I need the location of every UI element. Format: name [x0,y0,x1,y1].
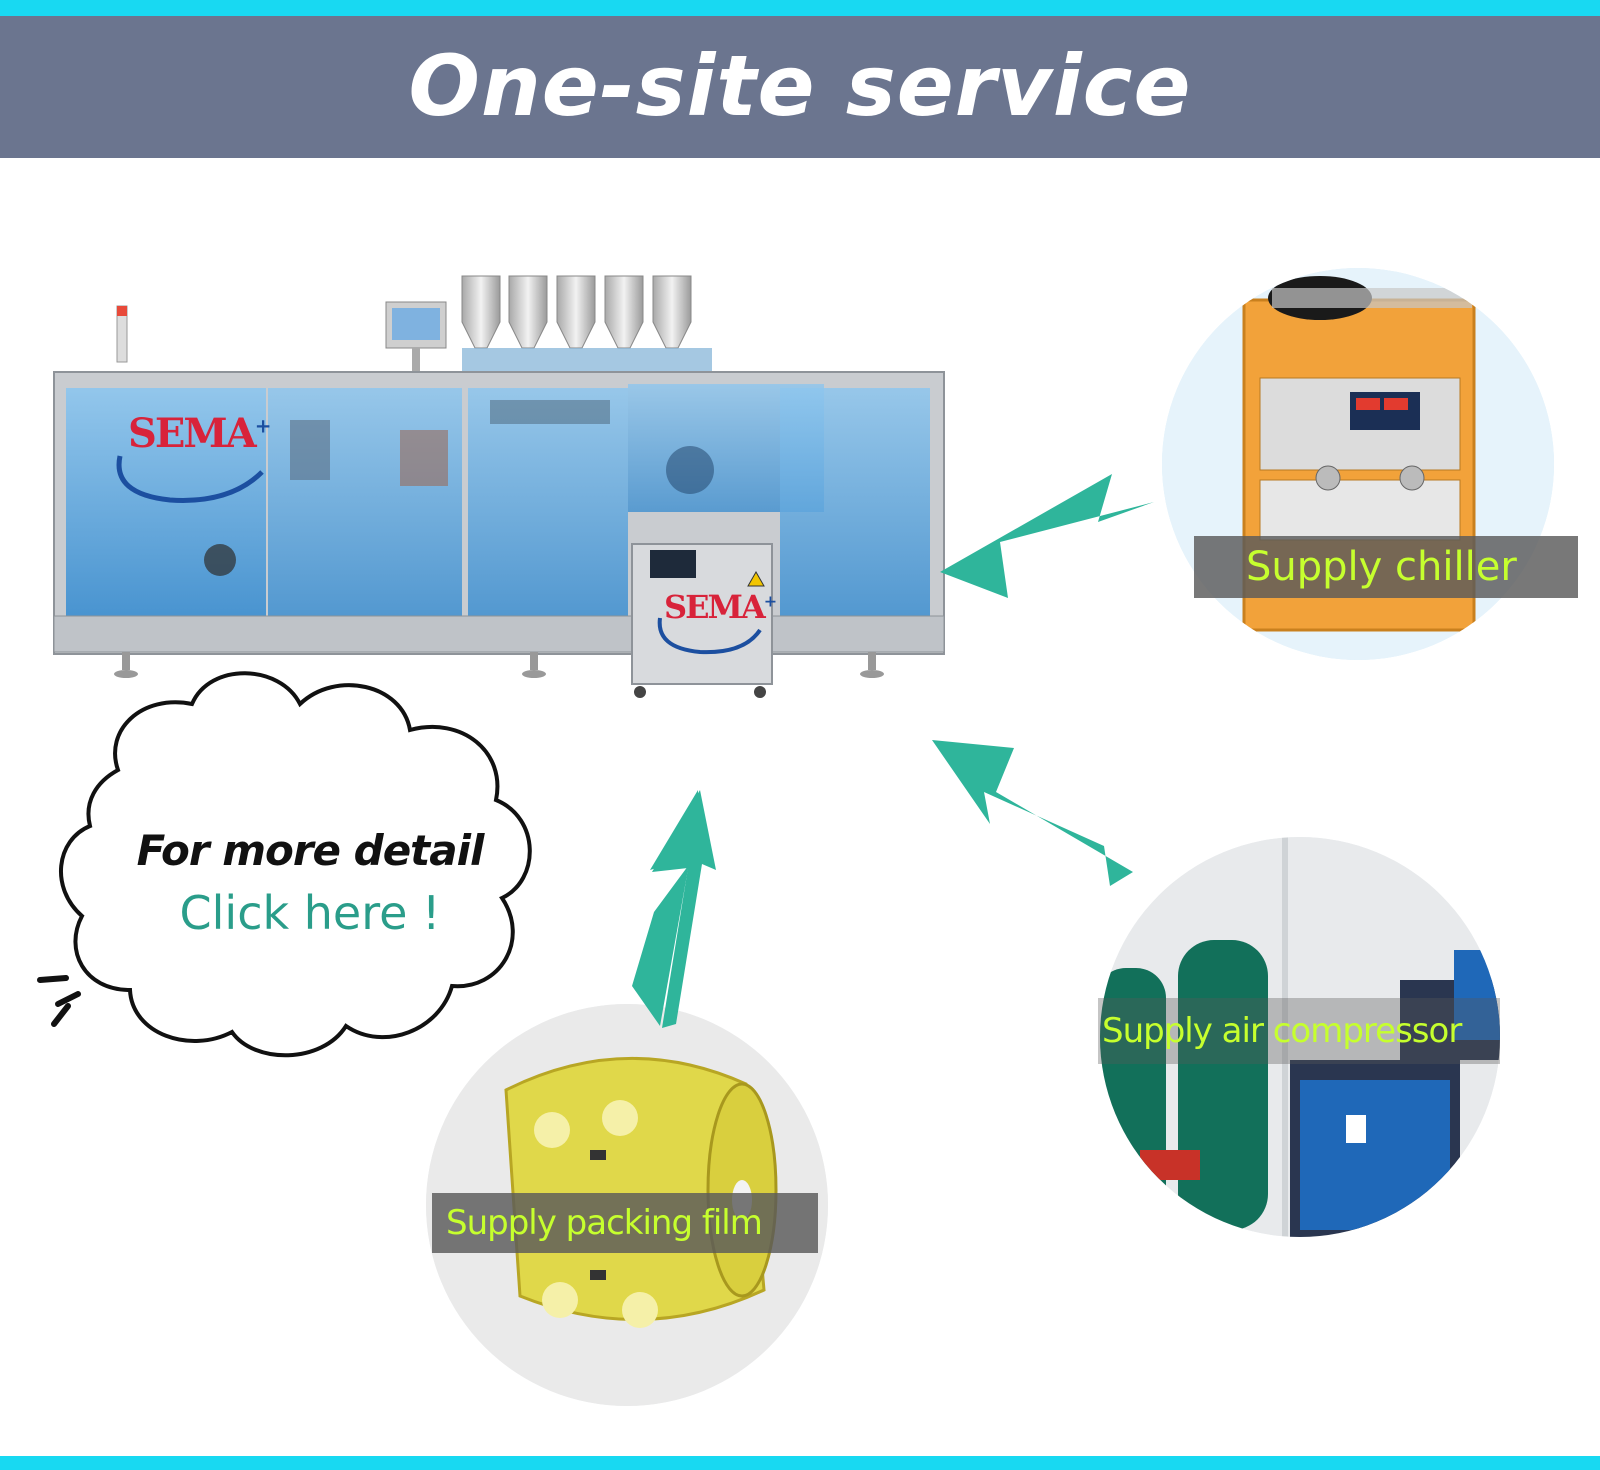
arrow-from-compressor [932,740,1133,886]
header-band [0,16,1600,158]
top-accent-strip [0,0,1600,16]
arrow-from-chiller [940,474,1154,598]
cloud-heading: For more detail [136,826,485,875]
filling-machine-image [53,275,945,698]
click-here-link[interactable]: Click here ! [179,886,441,940]
machine-logo: SEMA+ [128,410,271,457]
cabinet-logo: SEMA+ [664,588,777,626]
air-compressor-circle [1100,837,1500,1237]
supply-air-compressor-label: Supply air compressor [1098,998,1500,1064]
hoppers [461,275,712,378]
supply-packing-film-label: Supply packing film [432,1193,818,1253]
speech-cloud [37,671,532,1058]
arrow-from-film [632,790,716,1028]
page-title: One-site service [408,37,1192,135]
chiller-circle [1162,268,1554,660]
supply-chiller-label: Supply chiller [1194,536,1578,598]
bottom-accent-strip [0,1456,1600,1470]
